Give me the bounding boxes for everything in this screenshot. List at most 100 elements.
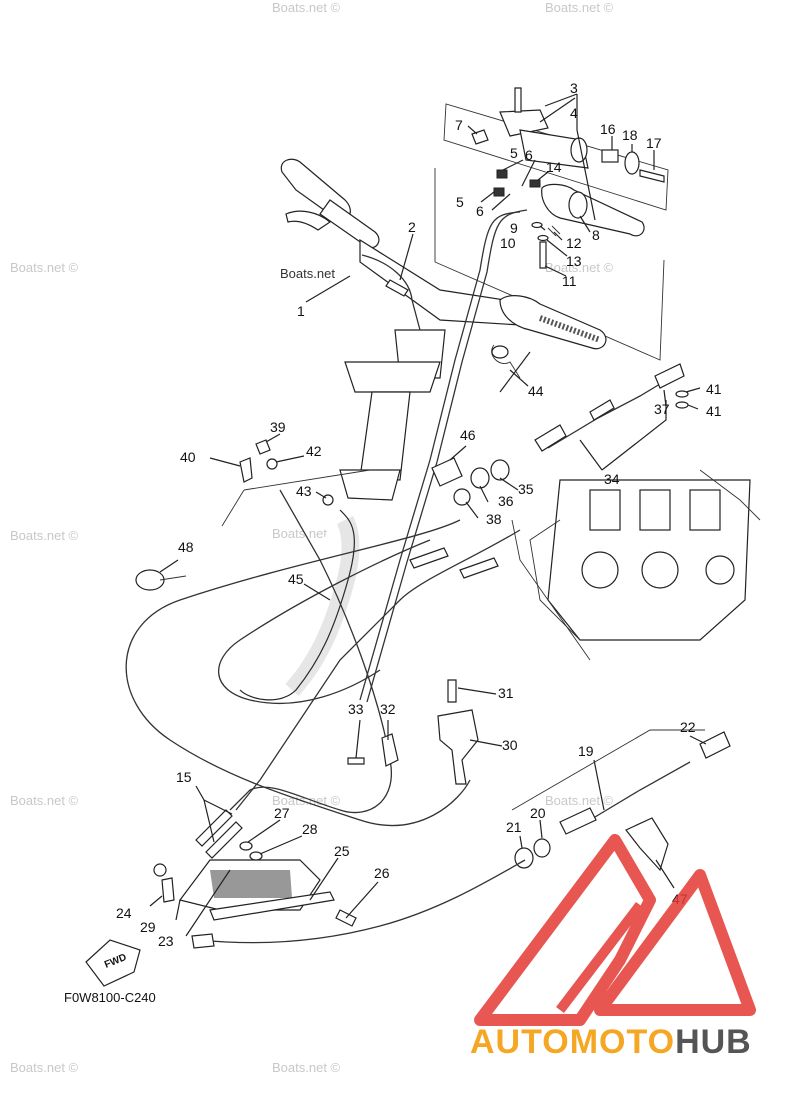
throttle-lever (499, 109, 549, 137)
nut-42 (266, 458, 278, 470)
part-label-7: 7 (455, 117, 463, 133)
part-label-24: 24 (116, 905, 132, 921)
cable-guide-2 (385, 279, 409, 297)
washer-20 (533, 838, 551, 858)
cable-fitting-b (459, 557, 499, 579)
cable-34-sleeve (589, 399, 615, 421)
part-label-41a: 41 (706, 381, 722, 397)
part-label-12: 12 (566, 235, 582, 251)
watermarks: Boats.net © Boats.net © Boats.net © Boat… (10, 0, 614, 1075)
washer-41a (675, 390, 689, 398)
part-label-33: 33 (348, 701, 364, 717)
part-label-5a: 5 (510, 145, 518, 161)
spring-12 (547, 225, 561, 237)
column-base (339, 469, 401, 501)
cable-tie-44 (491, 344, 521, 379)
cable-loop-left (229, 489, 392, 814)
part-label-46: 46 (460, 427, 476, 443)
part-label-6a: 6 (525, 147, 533, 163)
bolt-31 (447, 679, 457, 703)
bracket-30 (437, 709, 479, 785)
part-label-17: 17 (646, 135, 662, 151)
grommet-40 (239, 457, 253, 483)
bolt-33 (347, 757, 365, 765)
screw-5b (493, 187, 505, 197)
part-label-23: 23 (158, 933, 174, 949)
part-label-42: 42 (306, 443, 322, 459)
leader-bracket-40 (221, 469, 371, 527)
watermark: Boats.net © (545, 260, 614, 275)
part-label-36: 36 (498, 493, 514, 509)
brand-hub: HUB (675, 1023, 752, 1061)
cable-loop-outer (125, 519, 471, 827)
watermark: Boats.net © (10, 793, 79, 808)
drawing: FWD (64, 80, 761, 1005)
brand-automoto: AUTOMOTO (470, 1023, 675, 1061)
part-label-44: 44 (528, 383, 544, 399)
part-label-9: 9 (510, 220, 518, 236)
cable-to-bracket (235, 529, 521, 811)
screw-5a (496, 169, 508, 179)
washer-27 (239, 841, 253, 851)
cable-fitting-a (409, 547, 449, 569)
part-label-6b: 6 (476, 203, 484, 219)
part-label-10: 10 (500, 235, 516, 251)
part-label-29: 29 (140, 919, 156, 935)
washer-41b (675, 401, 689, 409)
cable-26 (199, 859, 526, 944)
washer-28 (249, 851, 263, 861)
logo-triangle-right (594, 869, 756, 1016)
watermark: Boats.net © (10, 1060, 79, 1075)
bolt-11 (539, 241, 547, 269)
right-grip-texture (538, 315, 602, 343)
brand-logo (474, 834, 756, 1026)
part-label-45: 45 (288, 571, 304, 587)
cable-19-boot (559, 807, 597, 835)
pad-47 (625, 817, 669, 872)
part-label-21: 21 (506, 819, 522, 835)
part-label-25: 25 (334, 843, 350, 859)
nut-21 (514, 847, 534, 869)
cable-26-end (191, 933, 215, 949)
part-label-18: 18 (622, 127, 638, 143)
part-label-39: 39 (270, 419, 286, 435)
throttle-body (529, 469, 761, 641)
part-label-14: 14 (546, 159, 562, 175)
part-label-41b: 41 (706, 403, 722, 419)
leader-lines (149, 93, 707, 937)
cable-end-15a (195, 809, 233, 847)
cable-end-37 (654, 363, 685, 389)
fwd-arrow: FWD (85, 939, 141, 987)
cable-tie-44-head (491, 345, 509, 359)
part-label-27: 27 (274, 805, 290, 821)
handlebar (359, 238, 522, 326)
cap-46 (431, 457, 463, 487)
svg-text:AUTOMOTOHUB: AUTOMOTOHUB (470, 1023, 752, 1061)
ring-8 (568, 191, 588, 219)
drawing-code: F0W8100-C240 (64, 990, 156, 1005)
washer-13 (537, 234, 549, 242)
brand-wordmark: AUTOMOTOHUB (470, 1023, 752, 1061)
throttle-cable-outer (366, 209, 528, 703)
part-label-43: 43 (296, 483, 312, 499)
watermark: Boats.net © (10, 260, 79, 275)
column-plate (344, 361, 441, 393)
part-label-30: 30 (502, 737, 518, 753)
watermark-inline: Boats.net (280, 266, 335, 281)
washer-9 (531, 221, 543, 229)
joint-22 (699, 731, 731, 759)
part-label-3: 3 (570, 80, 578, 96)
part-label-19: 19 (578, 743, 594, 759)
part-label-32: 32 (380, 701, 396, 717)
fitting-39 (255, 439, 271, 455)
watermark: Boats.net © (545, 793, 614, 808)
plate-25 (209, 891, 335, 921)
nut-35 (490, 459, 510, 481)
part-label-31: 31 (498, 685, 514, 701)
cable-34-boot (534, 424, 567, 452)
throttle-housing (519, 129, 589, 169)
brake-lever (285, 210, 332, 231)
bolt-17 (639, 169, 665, 183)
cable-end-15b (205, 821, 243, 859)
